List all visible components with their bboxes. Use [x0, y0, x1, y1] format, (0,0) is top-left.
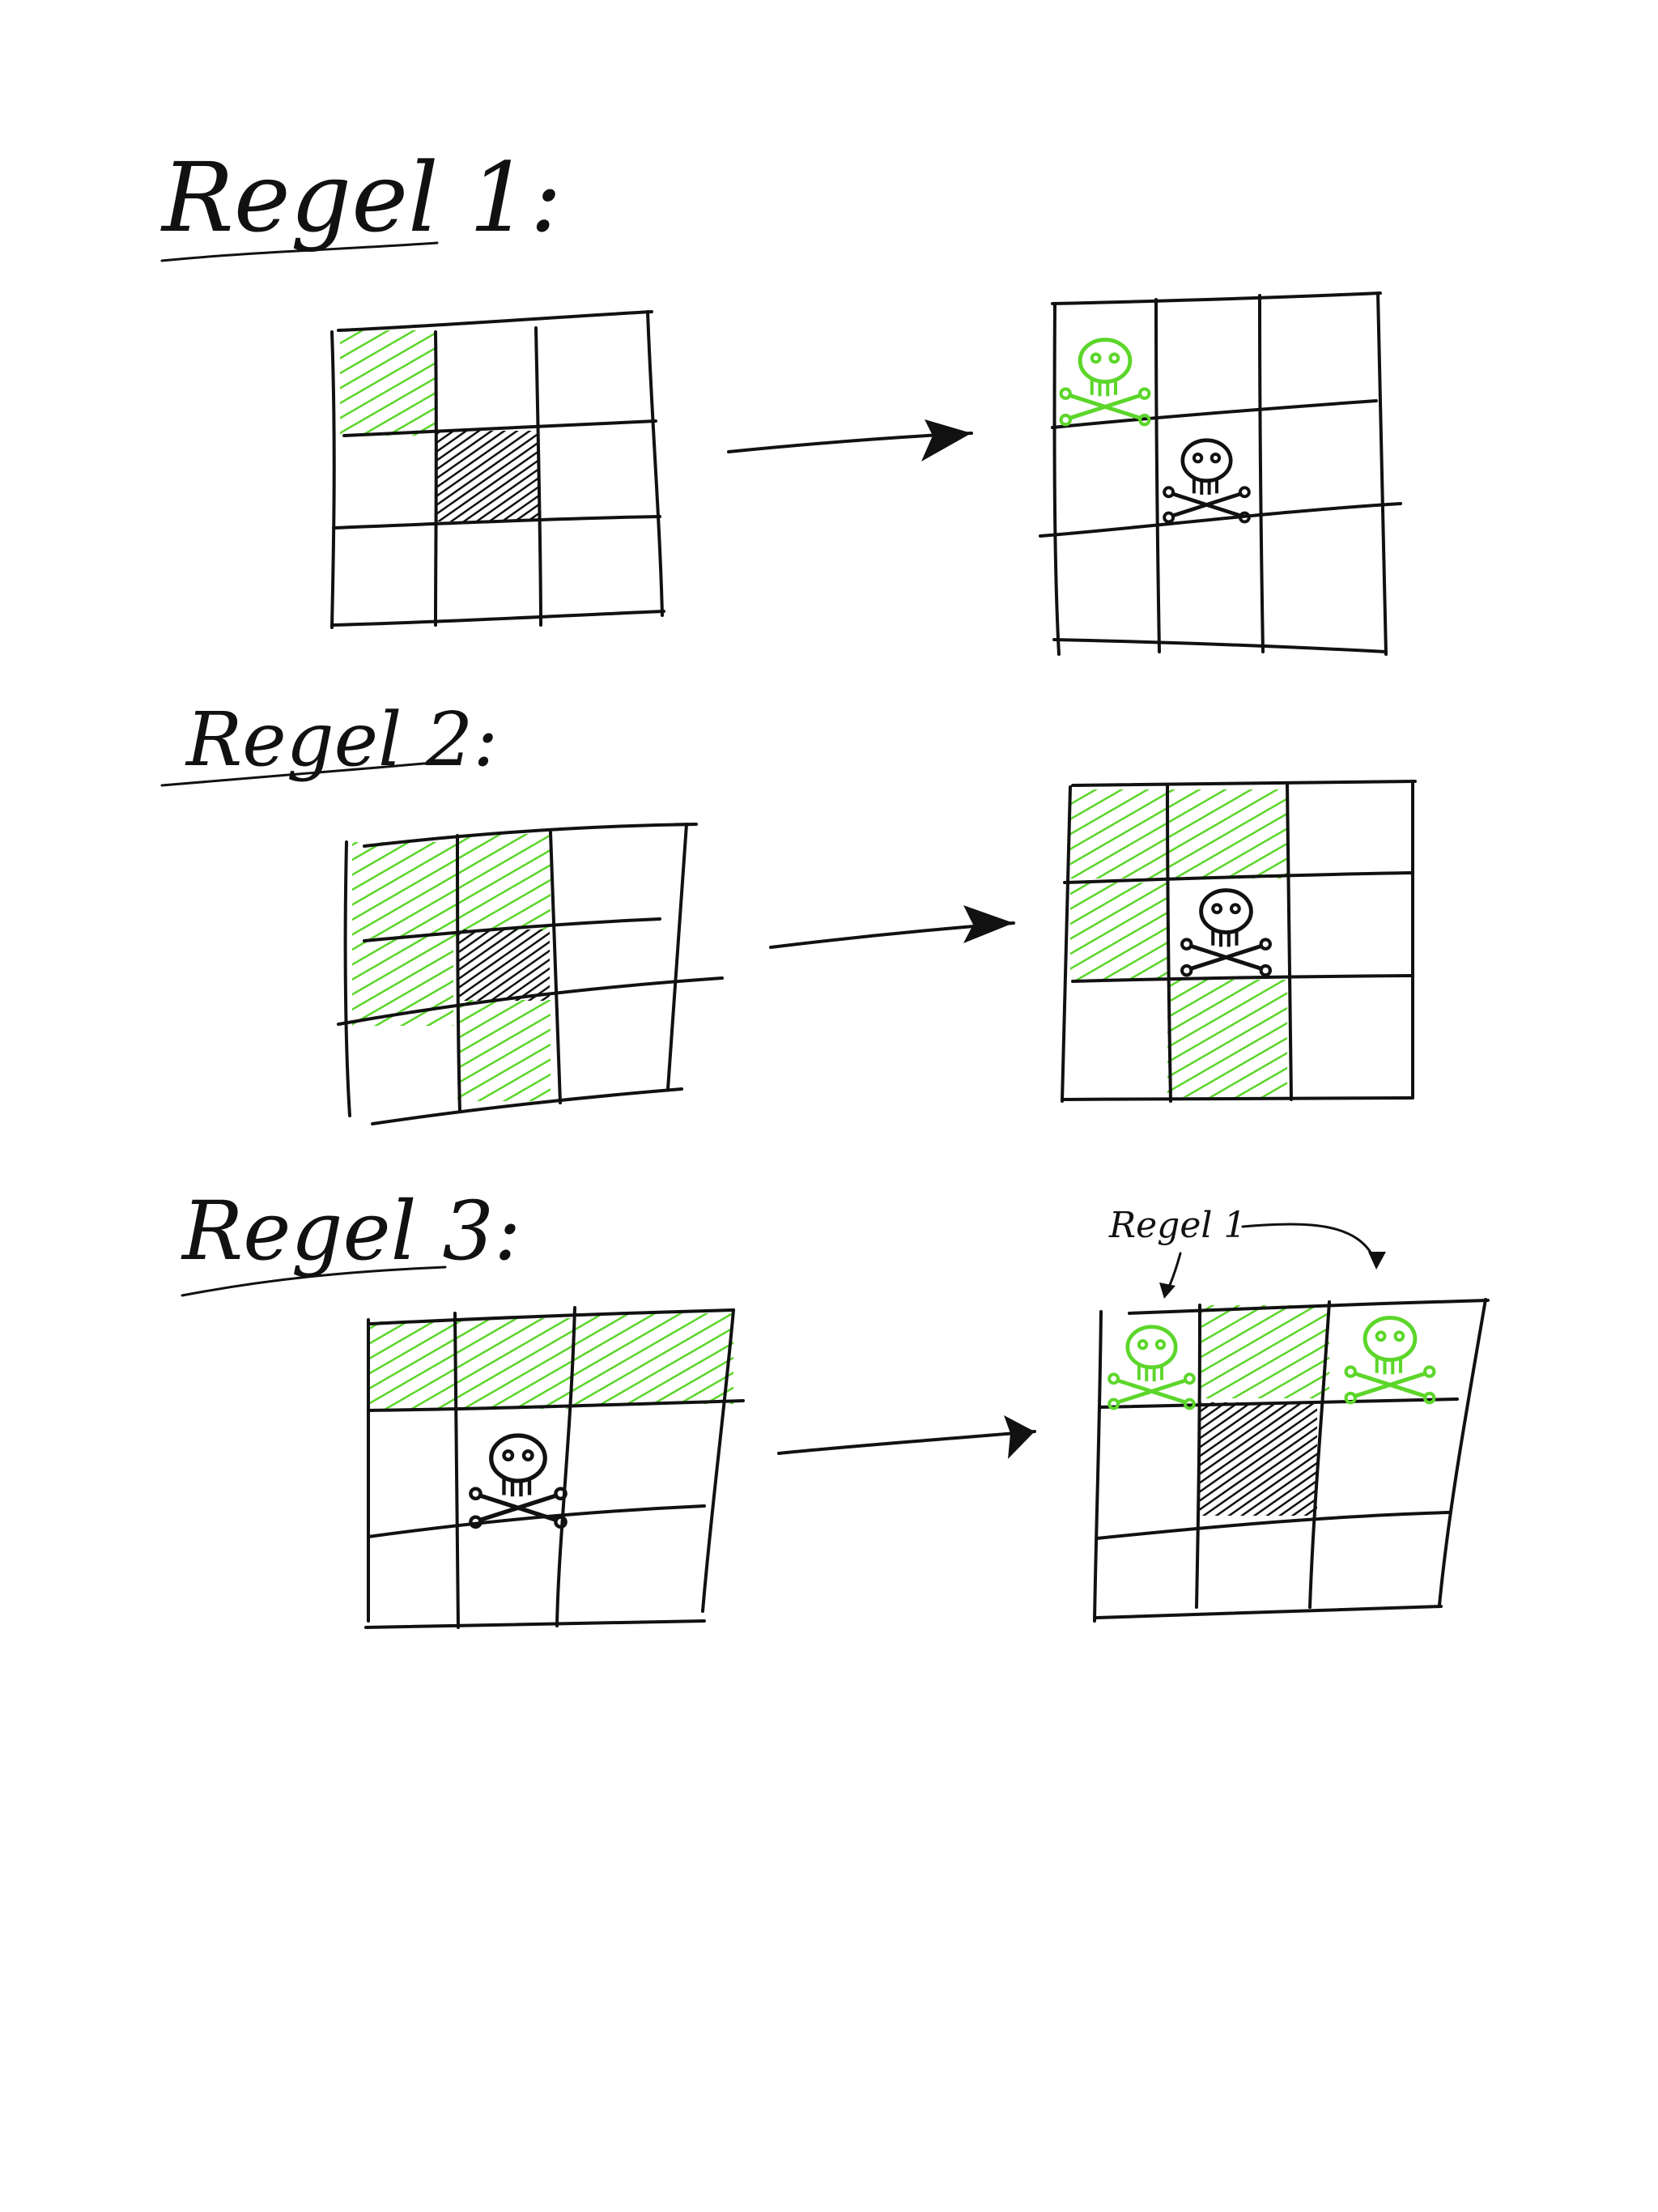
arrow-head	[1004, 1415, 1035, 1459]
green-cell	[367, 1321, 456, 1410]
grid-line	[1286, 782, 1293, 1101]
grid-line	[534, 326, 542, 627]
annotation-label: Regel 1	[1108, 1205, 1246, 1246]
grid-line	[1051, 399, 1378, 429]
rule-2-heading: Regel 2:	[160, 696, 498, 787]
grid-line	[453, 1312, 460, 1629]
grid-line	[1166, 784, 1172, 1103]
green-cell	[457, 834, 551, 931]
grid-line	[1308, 1300, 1331, 1609]
annotation-arrow-head	[1368, 1252, 1386, 1270]
rule-2-before-grid	[337, 823, 724, 1125]
black-cell	[1200, 1402, 1317, 1516]
skull-icon	[470, 1436, 565, 1527]
grid-line	[1052, 302, 1061, 656]
rule-1-underline	[160, 241, 439, 262]
skull-icon	[1109, 1327, 1194, 1409]
grid-line	[363, 917, 661, 942]
grid-line	[332, 515, 661, 530]
skull-icon	[1346, 1318, 1435, 1403]
grid-line	[371, 1087, 683, 1125]
green-cell	[1070, 789, 1167, 878]
skull-icon	[1182, 891, 1270, 976]
grid-line	[343, 840, 351, 1117]
grid-line	[1063, 871, 1414, 884]
grid-line	[342, 419, 657, 437]
grid-line	[367, 1504, 706, 1538]
grid-line	[1061, 1096, 1414, 1101]
grid-line	[701, 1308, 735, 1613]
grid-line	[1195, 1304, 1201, 1609]
rule-3-heading: Regel 3:	[181, 1184, 521, 1297]
arrow-head	[921, 419, 971, 462]
black-cell	[437, 431, 538, 521]
grid-line	[1052, 638, 1388, 653]
rule-3-before-grid	[364, 1306, 745, 1629]
green-cell	[1167, 980, 1287, 1097]
rule-2-after-grid	[1061, 780, 1417, 1103]
grid-line	[1039, 502, 1402, 538]
rule-3-title: Regel 3:	[181, 1184, 521, 1278]
rule-2-underline	[160, 761, 435, 787]
rule-1-arrow	[727, 419, 973, 462]
rule-1-after-grid	[1039, 291, 1402, 656]
rule-3-arrow	[777, 1415, 1036, 1459]
grid-line	[364, 1619, 706, 1629]
grid-line	[369, 1308, 735, 1325]
rule-1-title: Regel 1:	[160, 142, 562, 253]
black-cell	[459, 929, 550, 1001]
grid-line	[1071, 974, 1414, 983]
rule-2-title: Regel 2:	[185, 696, 498, 783]
arrow-head	[963, 905, 1014, 943]
grid-line	[1376, 291, 1388, 656]
green-cell	[1200, 1305, 1329, 1398]
rule-1-heading: Regel 1:	[160, 142, 562, 262]
grid-line	[330, 610, 665, 627]
grid-line	[1095, 1605, 1443, 1619]
grid-line	[1128, 1299, 1490, 1315]
green-cell	[1167, 789, 1287, 878]
rule-3-after-grid	[1093, 1298, 1490, 1623]
grid-line	[1071, 780, 1417, 787]
grid-line	[1095, 1511, 1451, 1540]
green-cell	[457, 1000, 551, 1101]
grid-line	[1258, 294, 1265, 653]
green-cell	[456, 1318, 576, 1409]
annotation-arrow-head	[1159, 1283, 1175, 1299]
green-cell	[1070, 883, 1167, 980]
arrow-shaft	[777, 1430, 1036, 1455]
grid-line	[646, 310, 664, 617]
rule-2-arrow	[769, 905, 1015, 949]
grid-line	[555, 1306, 576, 1627]
grid-line	[337, 976, 724, 1026]
grid-line	[330, 330, 336, 629]
green-cell	[352, 842, 457, 943]
grid-line	[456, 834, 461, 1112]
grid-line	[1061, 785, 1072, 1103]
rule-3-underline	[181, 1266, 447, 1297]
grid-line	[367, 1399, 745, 1412]
rule-1-annotation: Regel 1	[1108, 1205, 1386, 1299]
grid-line	[1098, 1397, 1459, 1409]
rule-1-before-grid	[330, 310, 665, 629]
grid-line	[1154, 298, 1161, 653]
grid-line	[549, 831, 562, 1104]
grid-line	[337, 310, 653, 332]
grid-line	[1438, 1298, 1487, 1606]
grid-line	[1051, 291, 1382, 305]
green-cell	[352, 941, 453, 1026]
grid-line	[1093, 1310, 1103, 1623]
green-cell	[340, 330, 437, 436]
grid-line	[363, 823, 698, 848]
grid-line	[666, 823, 688, 1091]
annotation-arrow	[1241, 1223, 1378, 1265]
skull-icon	[1061, 340, 1150, 425]
green-cell	[576, 1313, 733, 1404]
skull-icon	[1164, 440, 1249, 522]
